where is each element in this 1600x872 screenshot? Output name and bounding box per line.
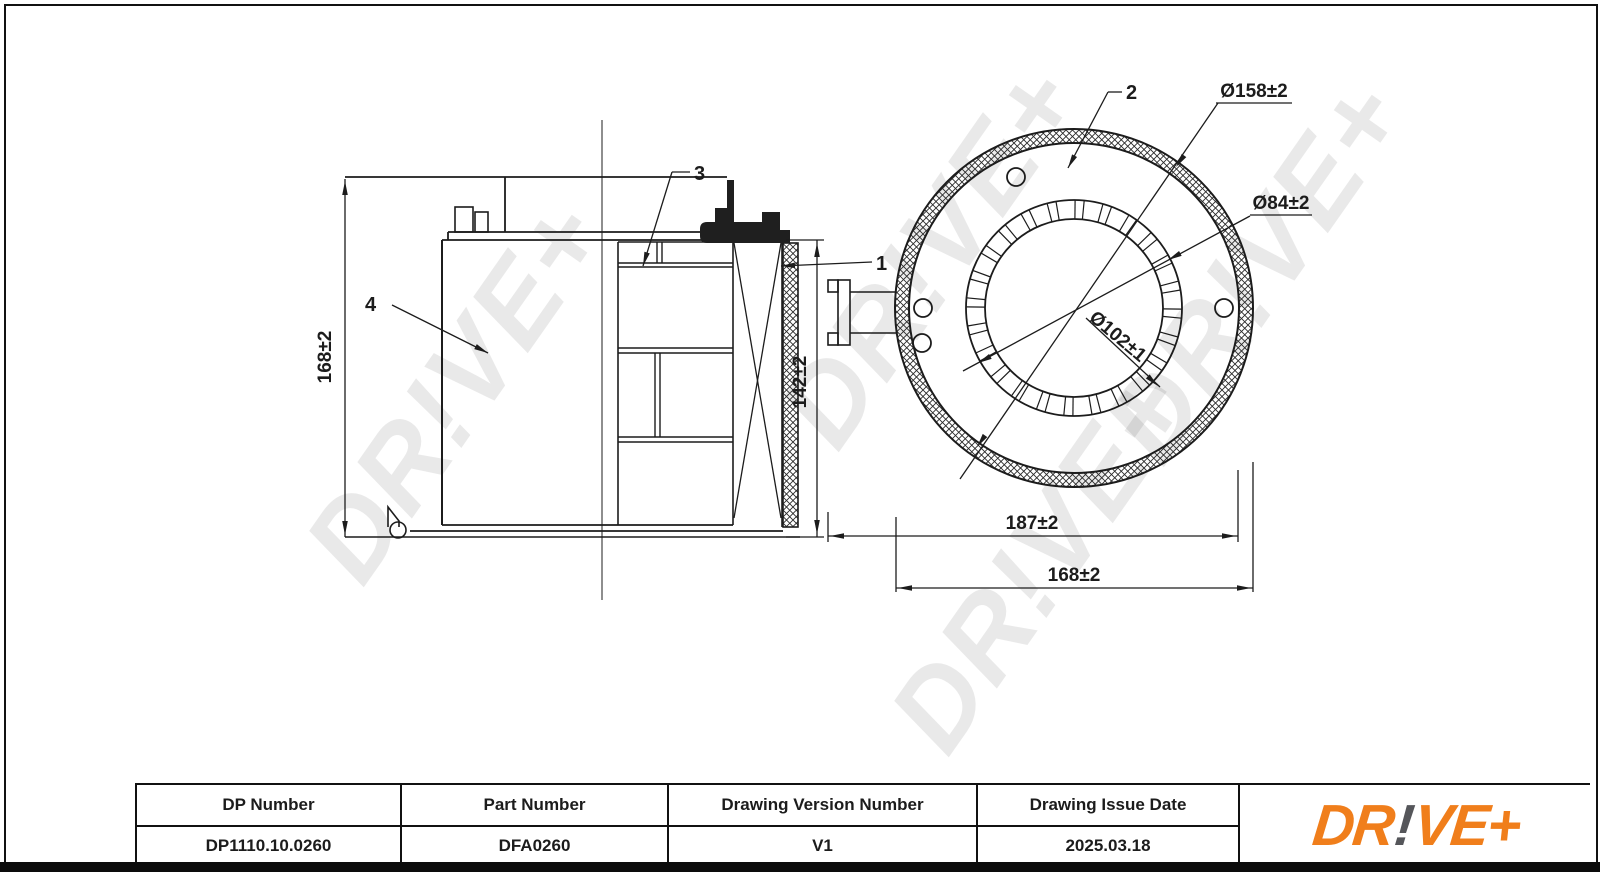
dimension-arrows [342,153,1251,591]
logo-dr: DR [1309,792,1397,858]
front-view [827,91,1312,592]
top-tab [454,206,474,233]
value-issue-date: 2025.03.18 [978,827,1240,865]
mount-hole [912,333,932,353]
dim-media-height-label: 142±2 [790,356,811,409]
callout-3: 3 [694,163,705,185]
header-dp-number: DP Number [137,785,402,827]
pleat-ring-inner [984,218,1164,398]
value-part-number: DFA0260 [402,827,669,865]
dim-pleat-dia-label: Ø102±1 [1085,307,1151,367]
header-part-number: Part Number [402,785,669,827]
mount-hole [913,298,933,318]
dim-core-dia-label: Ø84±2 [1253,193,1310,214]
header-drawing-version: Drawing Version Number [669,785,978,827]
header-issue-date: Drawing Issue Date [978,785,1240,827]
pleat-ring-outer [965,199,1183,417]
filter-media-strip [782,242,799,528]
value-drawing-version: V1 [669,827,978,865]
brand-logo: DR!VE+ [1240,785,1592,865]
dim-outer-dia-label: 168±2 [1048,565,1101,586]
side-bracket [827,279,897,346]
mount-hole [1006,167,1026,187]
seal-ring-hatch [895,129,1253,487]
page-bottom-bar [0,862,1600,872]
callout-1: 1 [876,253,887,275]
mount-hole [1214,298,1234,318]
top-tab [474,211,489,233]
dim-height-label: 168±2 [315,331,336,384]
bottom-clip [389,521,407,539]
callout-4: 4 [365,294,377,316]
dim-overall-width-label: 187±2 [1006,513,1059,534]
section-view [344,120,873,600]
logo-vep: VE+ [1410,792,1523,858]
title-block: DP Number Part Number Drawing Version Nu… [135,783,1592,865]
gasket-seal [700,180,790,243]
callout-2: 2 [1126,82,1137,104]
value-dp-number: DP1110.10.0260 [137,827,402,865]
dim-seal-dia-label: Ø158±2 [1220,81,1287,102]
